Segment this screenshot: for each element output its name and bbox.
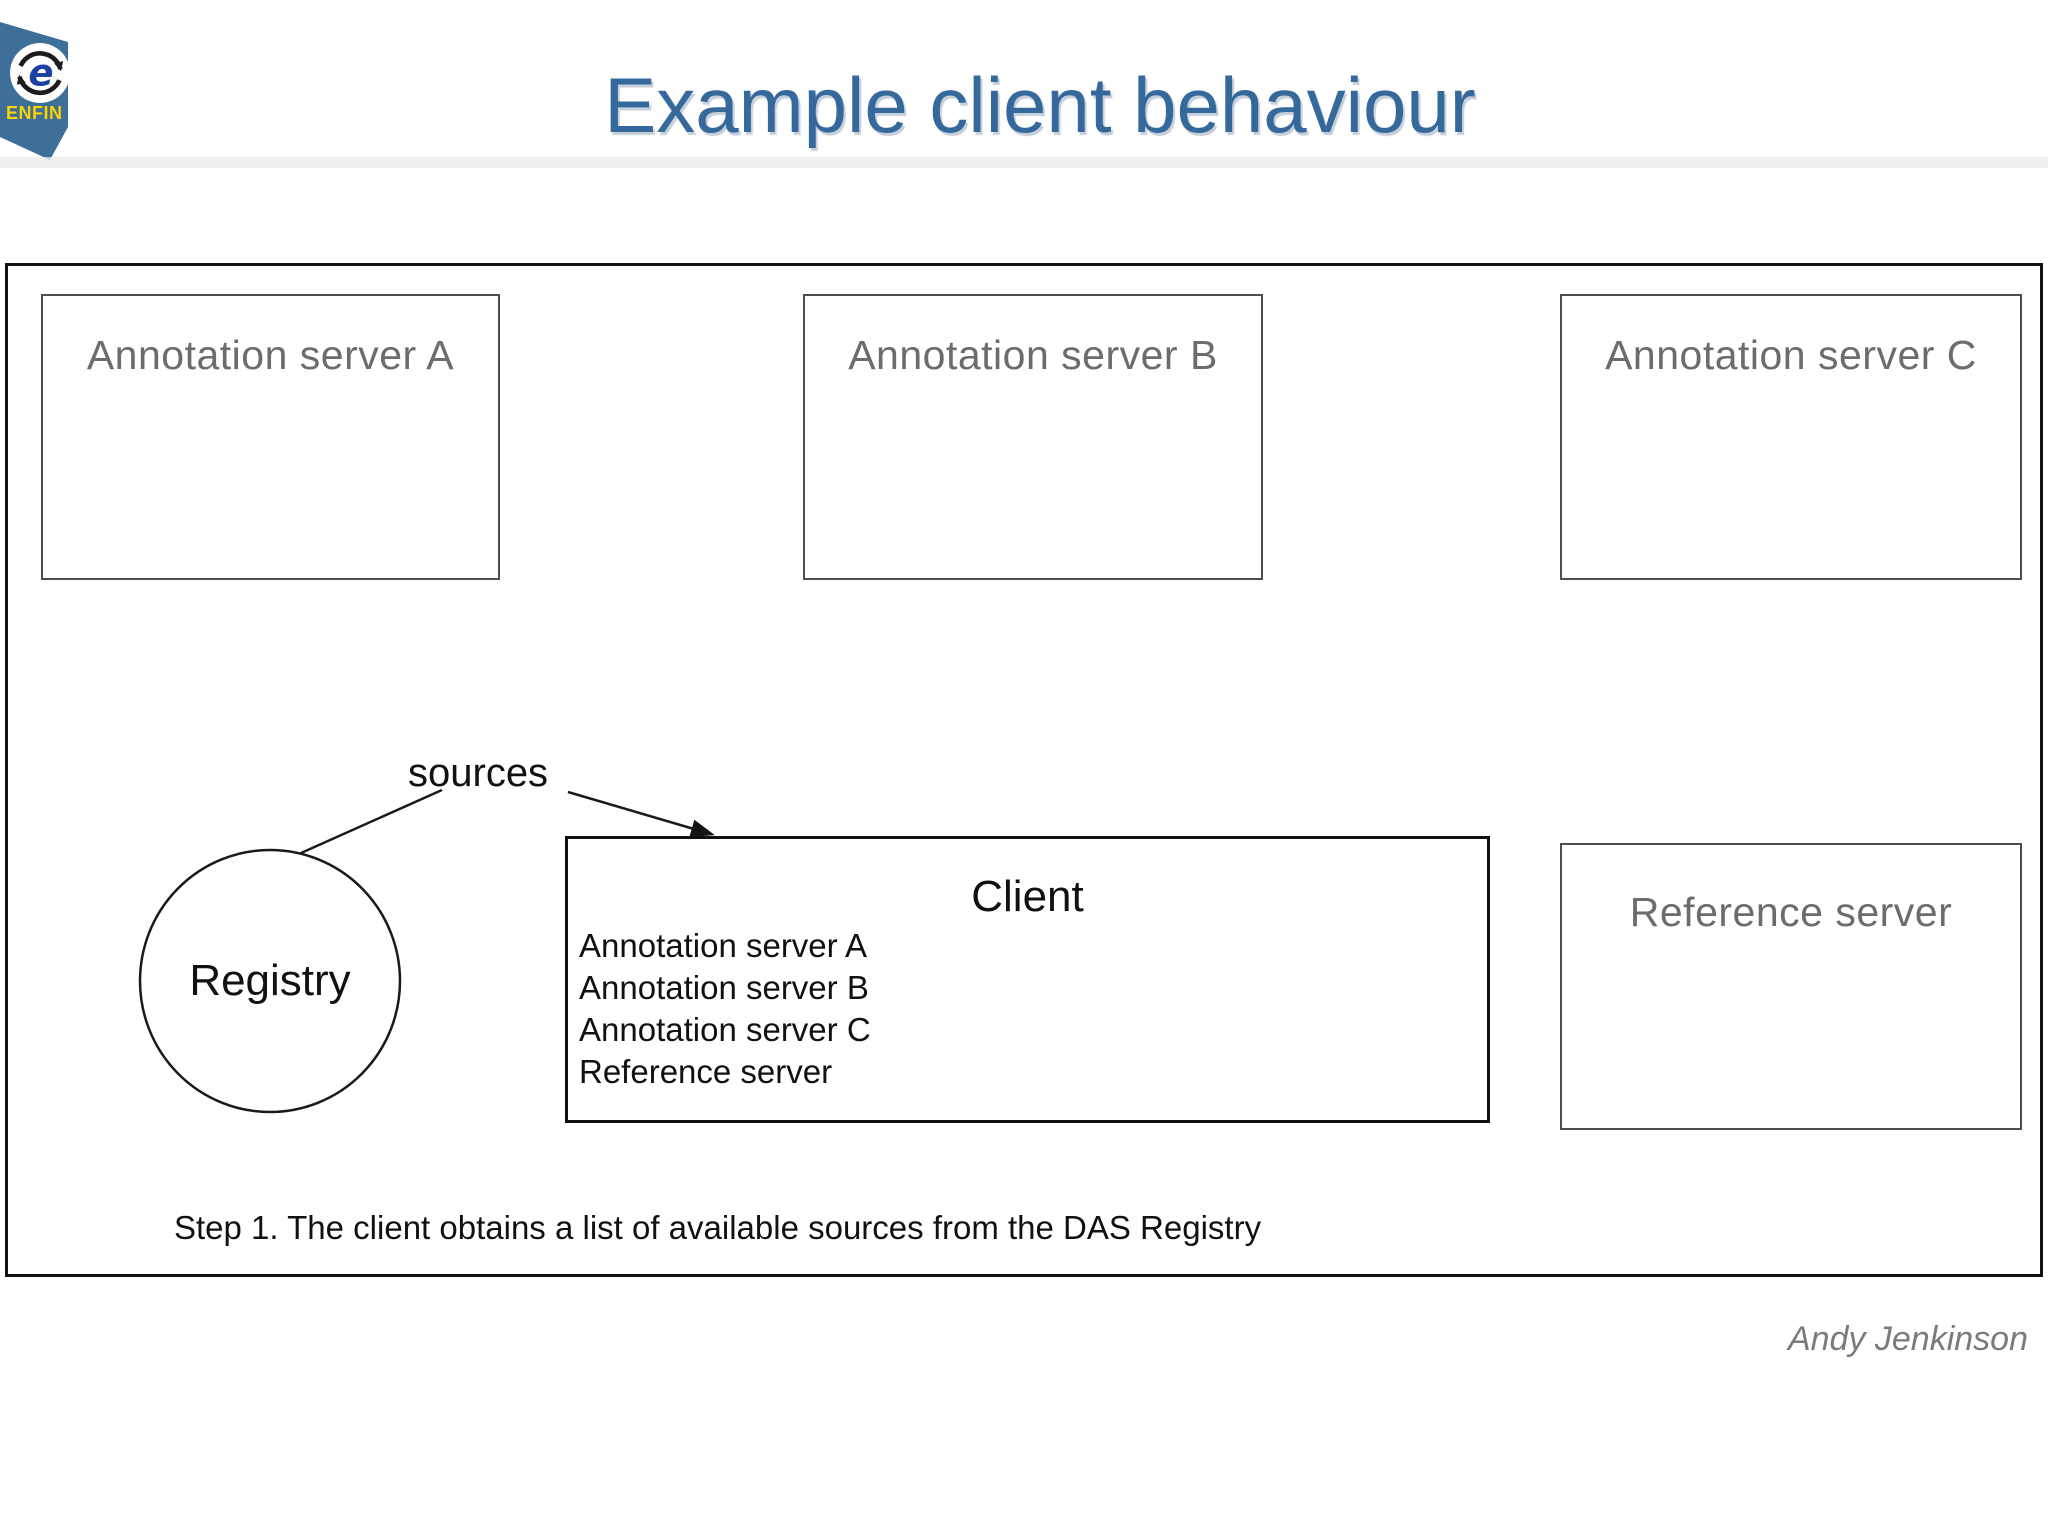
annotation-server-b-box: Annotation server B [803, 294, 1263, 580]
title-underline-band [0, 157, 2048, 168]
client-source-item: Annotation server A [579, 927, 868, 964]
client-source-item: Annotation server B [579, 969, 869, 1006]
logo-top-arrow [18, 51, 64, 72]
annotation-server-c-label: Annotation server C [1605, 332, 1977, 378]
registry-label: Registry [189, 956, 351, 1005]
annotation-server-b-label: Annotation server B [848, 332, 1218, 378]
logo-brand-text: ENFIN [6, 103, 63, 123]
client-source-item: Annotation server C [579, 1011, 871, 1048]
client-source-item: Reference server [579, 1053, 833, 1090]
logo-bottom-arrow [16, 74, 62, 96]
annotation-server-a-box: Annotation server A [41, 294, 500, 580]
annotation-server-c-box: Annotation server C [1560, 294, 2022, 580]
attribution: Andy Jenkinson [1787, 1320, 2028, 1358]
client-title: Client [971, 872, 1084, 921]
sources-arrow-label: sources [408, 751, 549, 795]
step-caption: Step 1. The client obtains a list of ava… [174, 1209, 1262, 1246]
client-source-list: Annotation server A Annotation server B An… [579, 925, 871, 1093]
enfin-logo: e ENFIN [0, 14, 70, 164]
reference-server-label: Reference server [1629, 889, 1953, 935]
circle-arrows-icon: e [10, 43, 70, 103]
annotation-server-a-label: Annotation server A [86, 332, 455, 378]
page-title: Example client behaviour [604, 61, 1476, 149]
logo-monogram: e [28, 50, 53, 94]
reference-server-box: Reference server [1560, 843, 2022, 1130]
